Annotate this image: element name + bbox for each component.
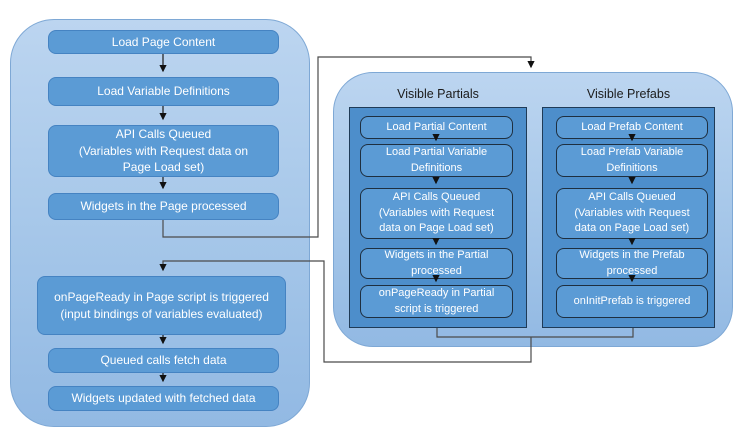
step-load-prefab-variables: Load Prefab Variable Definitions [556, 144, 708, 177]
step-widgets-prefab-processed: Widgets in the Prefab processed [556, 248, 708, 279]
step-load-partial-variables: Load Partial Variable Definitions [360, 144, 513, 177]
visible-partials-title: Visible Partials [397, 87, 479, 101]
step-onpageready-page: onPageReady in Page script is triggered … [37, 276, 286, 335]
step-onpageready-partial: onPageReady in Partial script is trigger… [360, 285, 513, 318]
step-load-prefab-content: Load Prefab Content [556, 116, 708, 139]
step-widgets-partial-processed: Widgets in the Partial processed [360, 248, 513, 279]
step-queued-calls-fetch: Queued calls fetch data [48, 348, 279, 373]
step-oninitprefab: onInitPrefab is triggered [556, 285, 708, 318]
step-load-partial-content: Load Partial Content [360, 116, 513, 139]
step-widgets-page-processed: Widgets in the Page processed [48, 193, 279, 220]
step-api-calls-queued-prefab: API Calls Queued (Variables with Request… [556, 188, 708, 239]
step-load-page-content: Load Page Content [48, 30, 279, 54]
step-widgets-updated: Widgets updated with fetched data [48, 386, 279, 411]
visible-prefabs-title: Visible Prefabs [586, 87, 671, 101]
step-api-calls-queued-partial: API Calls Queued (Variables with Request… [360, 188, 513, 239]
step-load-variable-definitions: Load Variable Definitions [48, 77, 279, 106]
step-api-calls-queued-page: API Calls Queued (Variables with Request… [48, 125, 279, 177]
